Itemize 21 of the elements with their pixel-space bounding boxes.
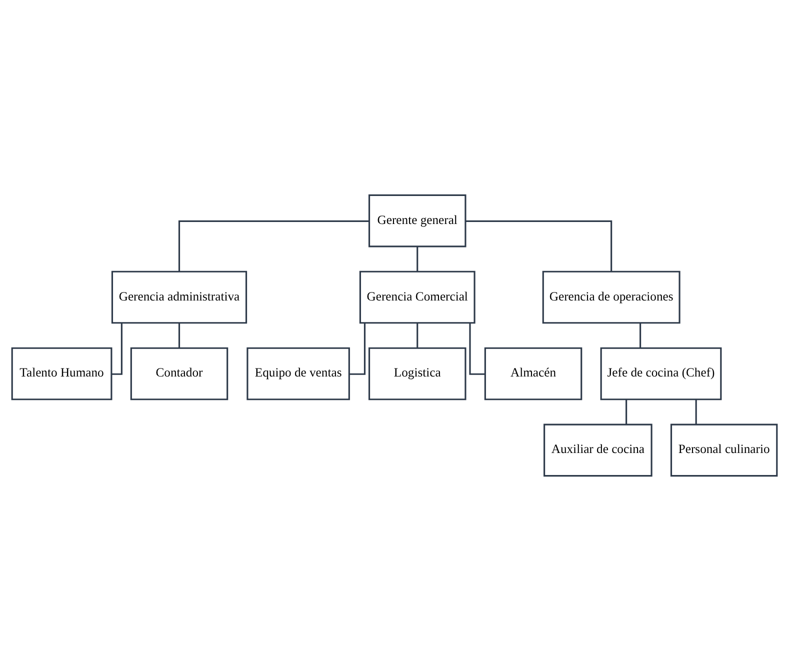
connector — [695, 398, 697, 424]
node-box: Personal culinario — [670, 423, 778, 476]
node-box: Jefe de cocina (Chef) — [600, 346, 722, 400]
connector — [626, 398, 628, 424]
node-box: Auxiliar de cocina — [544, 423, 652, 476]
connector — [640, 322, 642, 348]
node-box: Contador — [130, 346, 228, 400]
connector — [178, 220, 370, 271]
node-box: Gerencia Comercial — [359, 270, 476, 324]
node-box: Equipo de ventas — [246, 346, 350, 400]
node-box: Talento Humano — [11, 346, 112, 400]
node-box: Gerencia de operaciones — [542, 270, 680, 324]
connector — [178, 322, 180, 348]
connector — [466, 220, 612, 271]
connector — [416, 246, 418, 272]
node-box: Logistica — [368, 346, 466, 400]
connector — [112, 322, 122, 374]
node-box: Almacén — [484, 346, 582, 400]
connector — [416, 322, 418, 348]
node-box: Gerencia administrativa — [111, 270, 248, 324]
node-box: Gerente general — [368, 194, 466, 247]
